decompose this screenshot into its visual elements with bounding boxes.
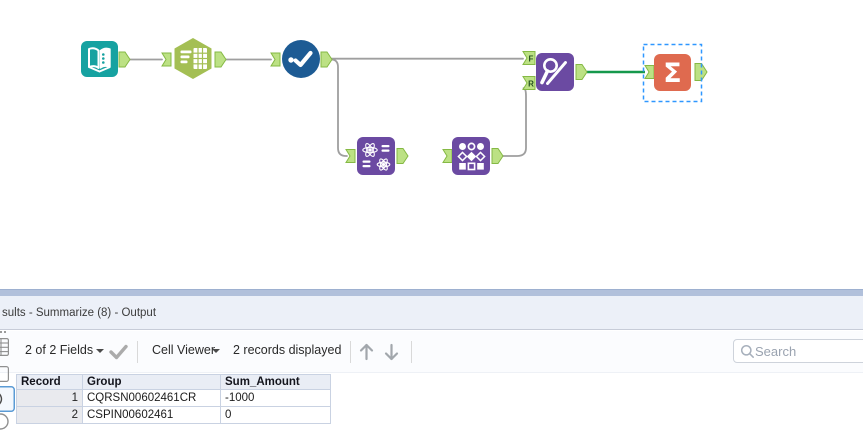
selection-marquee: [642, 43, 703, 103]
input-anchor-r[interactable]: [522, 76, 536, 90]
list-table-icon: [180, 48, 207, 69]
unique-tool[interactable]: [282, 40, 320, 78]
toolbar-separator: [411, 341, 412, 363]
connection-unique-to-formula[interactable]: [330, 58, 348, 157]
apply-check-icon[interactable]: [108, 342, 129, 361]
output-anchor[interactable]: [320, 51, 333, 68]
table-row: 1 CQRSN00602461CR -1000: [16, 389, 331, 407]
chevron-down-icon[interactable]: [96, 349, 104, 353]
column-header-sum-amount[interactable]: Sum_Amount: [220, 374, 331, 390]
anchor-label-r: R: [528, 79, 534, 88]
records-displayed-label: 2 records displayed: [233, 343, 342, 357]
formula-tool[interactable]: [357, 137, 395, 175]
grip-dot: [4, 331, 6, 333]
panel-splitter[interactable]: [0, 289, 863, 296]
fields-dropdown[interactable]: 2 of 2 Fields: [25, 343, 94, 357]
output-anchor[interactable]: [491, 148, 504, 164]
toolbar-separator: [350, 341, 351, 363]
input-anchor[interactable]: [270, 52, 281, 67]
record-number-cell[interactable]: 2: [16, 406, 83, 424]
toolbar-separator: [137, 341, 138, 363]
input-anchor[interactable]: [644, 65, 655, 79]
results-table: Record Group Sum_Amount 1 CQRSN00602461C…: [16, 374, 331, 424]
column-header-record[interactable]: Record: [16, 374, 83, 390]
text-input-tool[interactable]: [174, 38, 212, 79]
find-replace-tool[interactable]: [536, 53, 574, 91]
input-anchor[interactable]: [345, 149, 356, 163]
sum-amount-cell[interactable]: -1000: [220, 389, 331, 407]
column-header-group[interactable]: Group: [82, 374, 221, 390]
search-box[interactable]: [733, 339, 863, 363]
output-anchor[interactable]: [396, 148, 409, 164]
arrow-up-icon[interactable]: [358, 341, 375, 363]
search-input[interactable]: [755, 343, 855, 359]
output-anchor[interactable]: [214, 51, 227, 68]
input-anchor-f[interactable]: [522, 51, 536, 65]
group-cell[interactable]: CQRSN00602461CR: [82, 389, 221, 407]
workflow-canvas: F R: [81, 38, 708, 175]
table-header-row: Record Group Sum_Amount: [16, 374, 331, 390]
results-toolbar: 2 of 2 Fields Cell Viewer 2 records disp…: [0, 331, 863, 373]
atom-equals-icon: [362, 143, 391, 171]
table-row: 2 CSPIN00602461 0: [16, 406, 331, 424]
results-panel-title: sults - Summarize (8) - Output: [0, 296, 863, 330]
record-number-cell[interactable]: 1: [16, 389, 83, 407]
expand-panel-button[interactable]: [0, 386, 15, 412]
book-icon: [88, 47, 111, 73]
input-anchor[interactable]: [161, 52, 172, 67]
select-tool[interactable]: [452, 137, 490, 175]
magnifier-pencil-icon: [540, 58, 567, 85]
chevron-down-icon[interactable]: [212, 349, 220, 353]
output-anchor[interactable]: [575, 64, 588, 80]
results-view-strip: [0, 330, 16, 446]
profile-view-icon[interactable]: [0, 366, 9, 382]
search-icon: [740, 344, 754, 358]
arrow-down-icon[interactable]: [383, 341, 400, 363]
sigma-icon: Σ: [663, 58, 681, 89]
group-cell[interactable]: CSPIN00602461: [82, 406, 221, 424]
zoom-view-icon[interactable]: [0, 413, 9, 430]
summarize-tool[interactable]: Σ: [654, 54, 691, 91]
sum-amount-cell[interactable]: 0: [220, 406, 331, 424]
table-view-icon[interactable]: [0, 338, 9, 356]
input-data-tool[interactable]: [81, 41, 118, 77]
anchor-label-f: F: [529, 54, 534, 63]
connection-select-to-findreplace-r[interactable]: [502, 87, 527, 157]
check-circle-icon: [288, 50, 313, 68]
input-anchor[interactable]: [442, 149, 453, 163]
workflow-svg: F R: [81, 38, 708, 175]
output-anchor[interactable]: [118, 51, 131, 68]
grip-dot: [0, 331, 2, 333]
cell-viewer-dropdown[interactable]: Cell Viewer: [152, 343, 215, 357]
